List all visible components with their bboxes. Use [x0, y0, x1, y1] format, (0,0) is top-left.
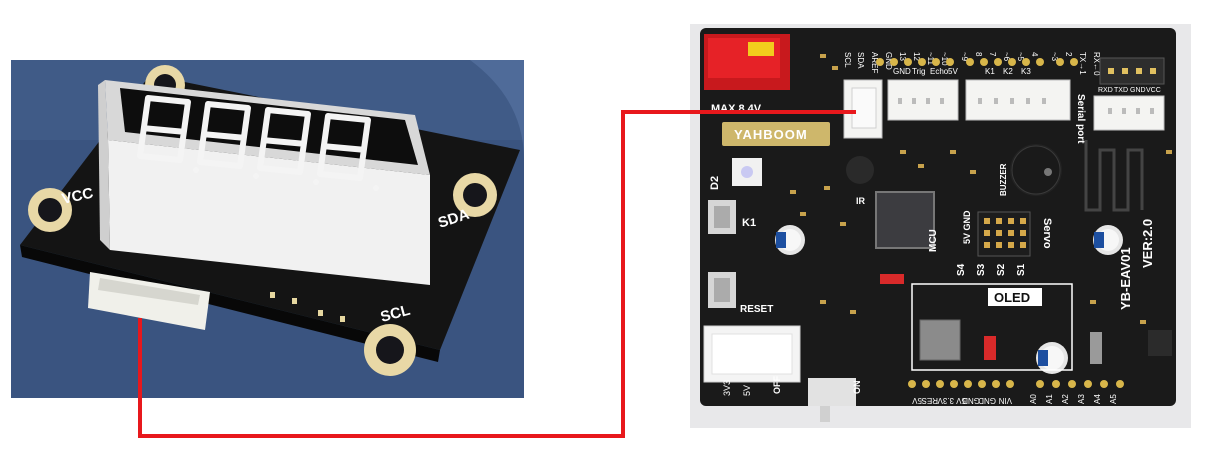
oled-label: OLED: [994, 290, 1030, 305]
reset-button: [708, 272, 736, 308]
i2c-connector: [843, 79, 883, 139]
display-module-image: VCC SDA SCL: [11, 60, 524, 398]
yahboom-logo: YAHBOOM: [722, 122, 830, 146]
serial-pin-label: RXD: [1098, 87, 1113, 94]
header-label: ~11: [926, 52, 935, 66]
analog-label: A0: [1029, 394, 1038, 404]
header-label: RX←0: [1092, 52, 1101, 76]
key-connector: [965, 79, 1071, 121]
on-label: ON: [852, 381, 862, 395]
mount-hole-scl: [364, 324, 416, 376]
display-connector: [88, 272, 210, 330]
header-label: 7: [988, 52, 997, 57]
header-label: 8: [974, 52, 983, 57]
header-label: ~3: [1050, 52, 1059, 62]
header-label: GND: [978, 396, 996, 405]
servo-header: [977, 211, 1031, 257]
mcu-chip: [875, 191, 935, 249]
header-label: ~5: [1016, 52, 1025, 62]
five-v-gnd-label: 5V GND: [962, 210, 972, 244]
serial-pin-label: GND: [1130, 87, 1146, 94]
connection-wire: [138, 110, 856, 438]
seven-segment-digits: [137, 95, 371, 181]
analog-label: A2: [1061, 394, 1070, 404]
ir-label: IR: [856, 196, 866, 206]
connector-k3-label: K3: [1021, 67, 1031, 76]
header-label: ~6: [1002, 52, 1011, 62]
serial-pin-label: VCC: [1146, 87, 1161, 94]
d2-label: D2: [709, 176, 721, 190]
off-label: OFF: [772, 376, 782, 394]
header-label: GND: [962, 396, 980, 405]
header-label: 4: [1030, 52, 1039, 57]
switch-label: S1: [1016, 263, 1027, 276]
header-label: GND: [884, 52, 893, 70]
connector-5v-label: 5V: [948, 67, 958, 76]
k1-button: [708, 200, 736, 234]
reset-label: RESET: [740, 304, 773, 315]
serial-pin-label: TXD: [1114, 87, 1128, 94]
servo-label: Servo: [1041, 218, 1053, 249]
header-label: SCL: [843, 52, 852, 68]
header-label: AREF: [870, 52, 879, 73]
usb-port: [703, 325, 801, 383]
serial-port-label: Serial port: [1075, 94, 1086, 144]
mount-hole-vcc: [28, 188, 72, 232]
header-label: 3.3V: [937, 396, 954, 405]
mount-hole-sda: [453, 173, 497, 217]
version-label: VER:2.0: [1140, 219, 1155, 268]
analog-label: A4: [1093, 394, 1102, 404]
capacitor: [1093, 225, 1123, 255]
analog-label: A3: [1077, 394, 1086, 404]
header-label: RES: [922, 396, 938, 405]
capacitor: [846, 156, 874, 184]
capacitor: [1036, 342, 1068, 374]
analog-label: A5: [1109, 394, 1118, 404]
vcc-label: VCC: [60, 185, 95, 208]
header-label: 2: [1064, 52, 1073, 57]
buzzer: [1010, 144, 1062, 196]
header-label: 12: [912, 52, 921, 61]
connector-echo-label: Echo: [930, 67, 949, 76]
model-label: YB-EAV01: [1118, 247, 1133, 310]
inductor: [919, 319, 961, 361]
switch-label: S3: [976, 263, 987, 276]
oled-area: [911, 283, 1073, 371]
header-label: 5V: [912, 396, 922, 405]
connector-gnd-label: GND: [893, 67, 911, 76]
analog-header: A0 A1 A2 A3 A4 A5: [1029, 394, 1118, 404]
voltage-5v-label: 5V: [742, 385, 752, 396]
header-label: VIN: [998, 396, 1012, 405]
header-label: ~9: [960, 52, 969, 62]
power-connector: [704, 34, 790, 90]
bottom-header: VIN GND GND 5V 3.3V RES 5V: [912, 396, 1012, 405]
header-label: ~10: [940, 52, 949, 66]
connector-trig-label: Trig: [912, 67, 925, 76]
header-label: 5V: [956, 396, 966, 405]
svg-text:YAHBOOM: YAHBOOM: [734, 127, 808, 142]
voltage-3v3-label: 3V3: [722, 380, 732, 396]
mcu-label: MCU: [928, 229, 939, 252]
serial-connector: [1093, 95, 1165, 131]
connector-k1-label: K1: [985, 67, 995, 76]
header-label: 13: [898, 52, 907, 61]
power-switch: [808, 378, 856, 406]
bottom-header-pins: [908, 380, 1124, 388]
top-header: SCL SDA AREF GND 13 12 ~11 ~10 ~9 8 7 ~6…: [843, 52, 1101, 76]
switch-label: S2: [996, 263, 1007, 276]
k1-label: K1: [742, 217, 756, 229]
analog-label: A1: [1045, 394, 1054, 404]
antenna-trace: [1084, 140, 1144, 212]
ultrasonic-connector: [887, 79, 959, 121]
top-header-pins: [876, 58, 1078, 66]
buzzer-label: BUZZER: [999, 163, 1008, 196]
controller-board-image: MAX 8.4V SCL SDA AREF GND 13 12 ~11 ~10 …: [690, 24, 1191, 428]
header-label: SDA: [856, 52, 865, 69]
connector-k2-label: K2: [1003, 67, 1013, 76]
capacitor: [775, 225, 805, 255]
header-label: TX→1: [1078, 52, 1087, 75]
switch-label: S4: [956, 263, 967, 276]
